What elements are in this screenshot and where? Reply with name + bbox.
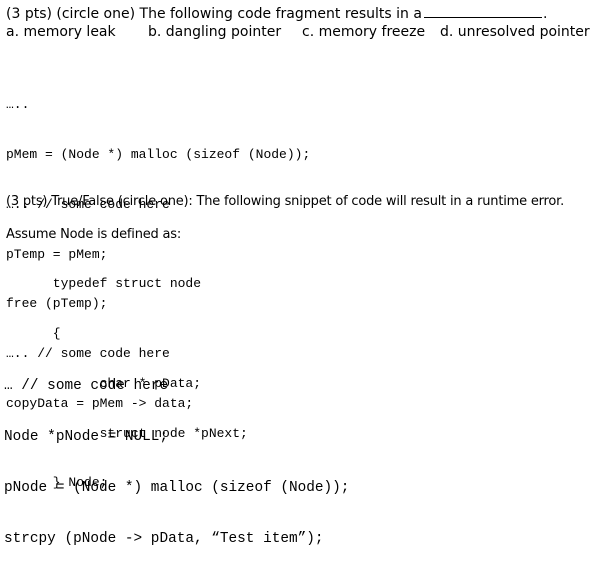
code-line: Node *pNode = NULL;: [4, 429, 169, 445]
code-line: pTemp = pMem;: [6, 246, 108, 262]
code-line: copyData = pMem -> data;: [6, 395, 194, 411]
choice-b: b. dangling pointer: [148, 24, 282, 40]
code-line: … // some code here: [4, 378, 169, 394]
question-1-code-block: ….. pMem = (Node *) malloc (sizeof (Node…: [6, 64, 310, 446]
struct-line: typedef struct node: [6, 276, 202, 292]
question-2-prompt: (3 pts) True/False (circle one): The fol…: [6, 194, 565, 209]
choice-c: c. memory freeze: [302, 24, 426, 40]
code-line: ….. // some code here: [6, 196, 170, 212]
assume-label: Assume Node is defined as:: [6, 227, 182, 242]
question-1-prompt-line: (3 pts) (circle one) The following code …: [6, 6, 547, 23]
choice-d: d. unresolved pointer: [440, 24, 590, 40]
question-1-blank-suffix: .: [542, 6, 548, 22]
document-page: (3 pts) (circle one) The following code …: [4, 6, 590, 547]
code-line: ….. // some code here: [6, 346, 170, 362]
struct-line: char * pData;: [6, 375, 202, 391]
choice-a: a. memory leak: [6, 24, 116, 40]
code-line: pMem = (Node *) malloc (sizeof (Node));: [6, 146, 311, 162]
struct-line: {: [6, 325, 61, 341]
code-line: …..: [6, 97, 30, 113]
question-2-code-block: … // some code here Node *pNode = NULL; …: [4, 344, 349, 582]
question-1-prompt: (3 pts) (circle one) The following code …: [6, 6, 422, 22]
answer-blank: [423, 6, 542, 18]
code-line: strcpy (pNode -> pData, “Test item”);: [4, 531, 324, 547]
code-line: pNode = (Node *) malloc (sizeof (Node));: [4, 480, 350, 496]
code-line: free (pTemp);: [6, 296, 108, 312]
